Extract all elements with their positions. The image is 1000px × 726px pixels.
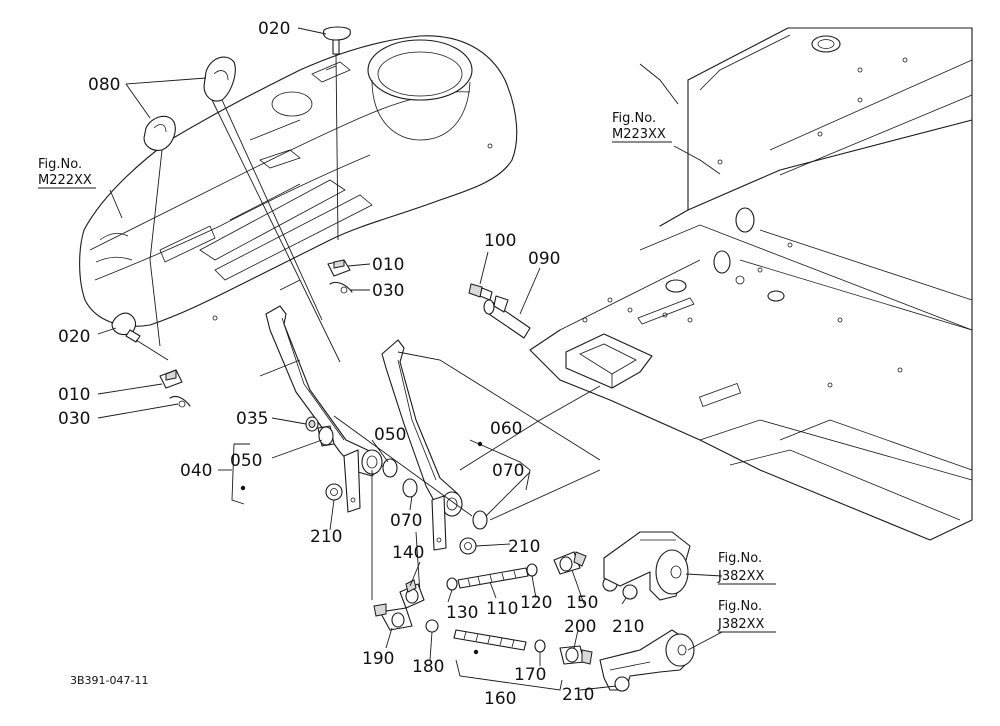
callout-210-c: 210	[612, 617, 644, 637]
callout-200: 200	[564, 617, 596, 637]
callout-210-b: 210	[508, 537, 540, 557]
knob-bolt-020-left	[111, 312, 169, 361]
bushing-070-a	[402, 478, 418, 498]
callout-090: 090	[528, 249, 560, 269]
knob-080-lower	[143, 115, 176, 151]
callout-120: 120	[520, 593, 552, 613]
pin-030-left	[169, 395, 191, 408]
callout-140: 140	[392, 543, 424, 563]
bushing-050-b	[382, 458, 398, 478]
arm-j382-upper	[603, 531, 691, 601]
clip-010-mid	[327, 259, 351, 277]
nut-170	[534, 639, 546, 653]
clip-010-left	[159, 369, 183, 389]
floor-cover-m222	[79, 35, 518, 327]
fig-ref-m222-code: M222XX	[38, 173, 92, 188]
knob-080-upper	[203, 56, 236, 102]
callout-050-b: 050	[374, 425, 406, 445]
assembly-bracket-160	[455, 649, 563, 691]
arm-j382-lower	[599, 629, 695, 691]
callout-100: 100	[484, 231, 516, 251]
bushing-035	[305, 416, 319, 432]
pin-090	[468, 283, 531, 339]
callout-160: 160	[484, 689, 516, 709]
rod-160	[453, 629, 527, 651]
assembly-bracket-040	[218, 443, 250, 505]
floor-frame-m223	[529, 27, 973, 541]
fig-ref-m223-code: M223XX	[612, 127, 666, 142]
nut-210-b	[459, 537, 477, 555]
callout-210-a: 210	[310, 527, 342, 547]
fig-ref-j382-b-label: Fig.No.	[718, 599, 762, 614]
callout-210-d: 210	[562, 685, 594, 705]
callout-190: 190	[362, 649, 394, 669]
callout-170: 170	[514, 665, 546, 685]
callout-030-left: 030	[58, 409, 90, 429]
fig-ref-j382-a-label: Fig.No.	[718, 551, 762, 566]
callout-130: 130	[446, 603, 478, 623]
fig-ref-m222-label: Fig.No.	[38, 157, 82, 172]
fig-ref-m223-label: Fig.No.	[612, 111, 656, 126]
callout-180: 180	[412, 657, 444, 677]
callout-010-mid: 010	[372, 255, 404, 275]
callout-020-left: 020	[58, 327, 90, 347]
nut-210-d	[614, 676, 630, 692]
callout-040: 040	[180, 461, 212, 481]
callout-010-left: 010	[58, 385, 90, 405]
callout-110: 110	[486, 599, 518, 619]
bushing-050-a	[317, 425, 335, 447]
fig-ref-j382-b-code: J382XX	[717, 617, 765, 632]
pin-030-mid	[329, 281, 353, 294]
bracket-090	[539, 333, 653, 421]
leader-lines	[97, 27, 723, 691]
lever-040	[265, 305, 383, 513]
lever-rods-080	[149, 99, 341, 363]
nut-210-a	[325, 483, 343, 501]
rod-end-140	[399, 579, 425, 609]
callout-070-a: 070	[492, 461, 524, 481]
lever-060	[381, 339, 463, 551]
callout-labels: 020 080 020 010 030 010 030 035 050 050 …	[38, 19, 765, 709]
callout-150: 150	[566, 593, 598, 613]
callout-070-b: 070	[390, 511, 422, 531]
callout-050-a: 050	[230, 451, 262, 471]
rod-end-200	[559, 645, 593, 665]
nut-120	[526, 563, 538, 577]
drawing-code: 3B391-047-11	[70, 674, 148, 687]
knob-bolt-020-top	[322, 26, 351, 241]
rod-110	[457, 567, 529, 589]
callout-020-top: 020	[258, 19, 290, 39]
fig-ref-underlines	[38, 141, 776, 633]
fig-ref-j382-a-code: J382XX	[717, 569, 765, 584]
callout-080: 080	[88, 75, 120, 95]
shaft-guide-lines	[259, 351, 601, 600]
callout-030-mid: 030	[372, 281, 404, 301]
callout-060: 060	[490, 419, 522, 439]
bushing-070-b	[472, 510, 488, 530]
rod-end-150	[553, 551, 587, 575]
assembly-bracket-060	[469, 439, 531, 491]
callout-035: 035	[236, 409, 268, 429]
nut-130	[446, 577, 458, 591]
nut-180	[425, 619, 439, 633]
rod-end-190	[373, 603, 413, 631]
